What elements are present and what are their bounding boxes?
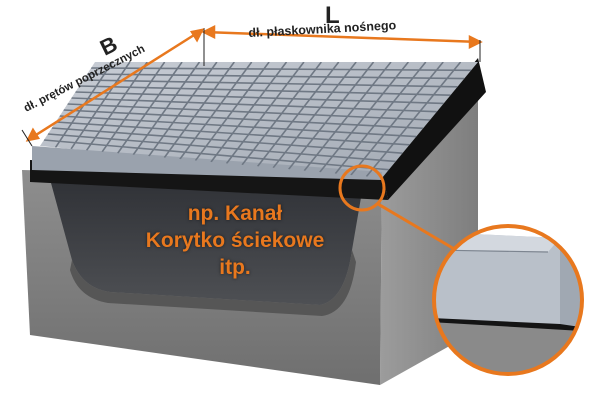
grating-bar bbox=[79, 85, 451, 96]
length-letter: L bbox=[325, 2, 340, 29]
grating-bar bbox=[51, 127, 403, 154]
channel-text: np. Kanał Korytko ściekowe itp. bbox=[120, 200, 350, 281]
steel-grating bbox=[32, 62, 478, 180]
channel-text-line2: Korytko ściekowe bbox=[145, 229, 325, 252]
grating-bar bbox=[67, 103, 431, 121]
grating-bar bbox=[63, 109, 424, 130]
callout-small-circle bbox=[338, 164, 386, 212]
grating-bar bbox=[87, 73, 465, 80]
dimension-B bbox=[25, 28, 205, 142]
channel-text-line1: np. Kanał bbox=[187, 202, 283, 225]
grating-bar bbox=[71, 97, 437, 113]
grating-bar bbox=[83, 79, 458, 88]
grating-front-edge bbox=[32, 146, 382, 180]
grating-bar bbox=[75, 91, 444, 105]
grating-bar bbox=[47, 133, 396, 163]
dimension-L bbox=[201, 24, 483, 50]
grating-bar bbox=[43, 139, 389, 171]
callout-zoom-circle bbox=[432, 224, 584, 376]
channel-text-line3: itp. bbox=[219, 256, 251, 279]
grating-bar bbox=[55, 121, 410, 146]
channel-bottom-rim bbox=[70, 250, 356, 316]
channel-interior bbox=[48, 172, 364, 305]
grating-bar bbox=[91, 67, 472, 72]
callout-connector bbox=[377, 202, 457, 252]
grating-bar bbox=[59, 115, 417, 138]
